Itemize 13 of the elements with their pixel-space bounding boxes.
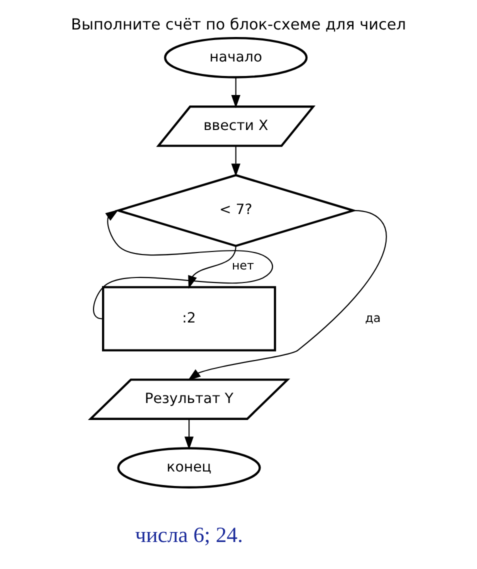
node-diamond: < 7? — [114, 174, 358, 248]
edge-label: нет — [232, 258, 254, 273]
node-ellipse: конец — [117, 447, 261, 488]
arrow — [231, 146, 240, 177]
edge-label: да — [365, 310, 381, 325]
node-box: :2 — [102, 286, 276, 352]
arrow — [184, 419, 194, 450]
arrow — [188, 210, 387, 381]
label: числа 6; 24. — [135, 522, 243, 547]
node-ellipse: начало — [164, 37, 308, 78]
arrow — [188, 246, 236, 289]
diagram-title: Выполните счёт по блок-схеме для чисел — [71, 16, 406, 34]
arrow — [231, 78, 240, 108]
